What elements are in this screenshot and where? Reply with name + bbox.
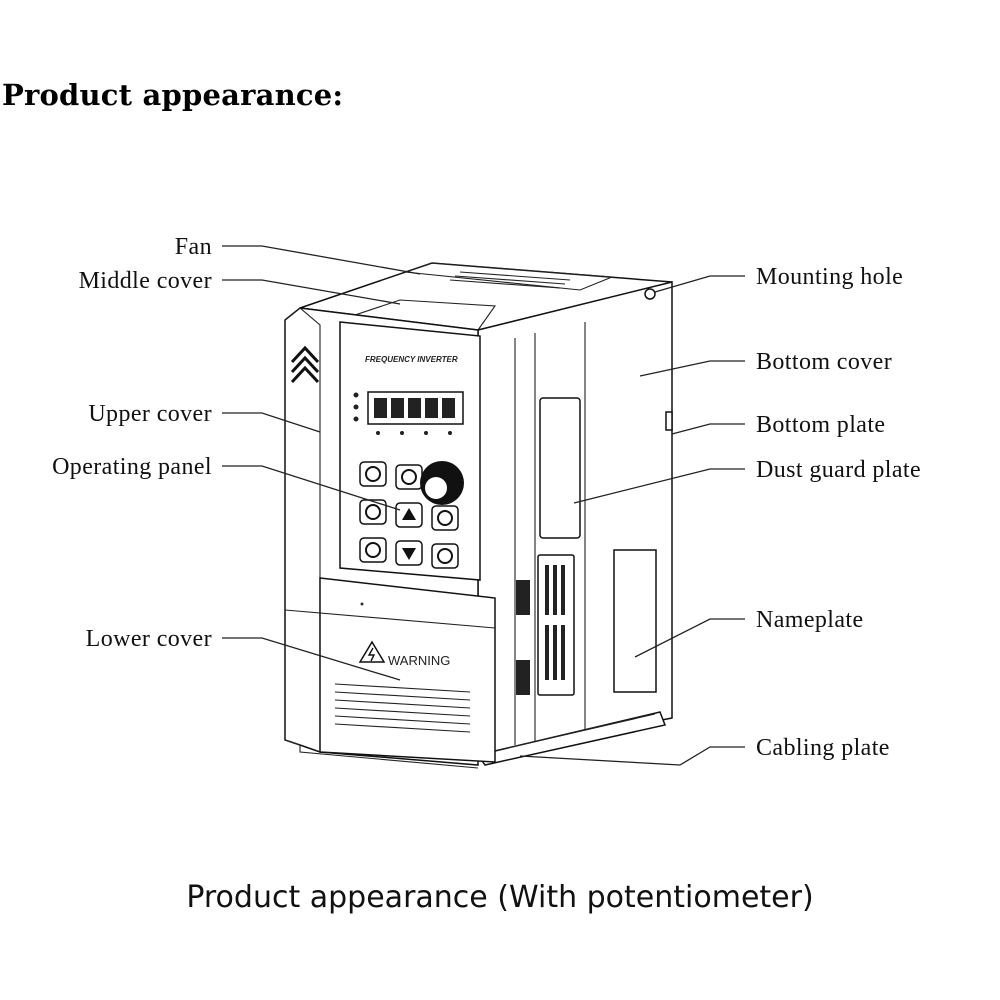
leader-lines xyxy=(222,245,745,766)
fan-area xyxy=(404,262,613,291)
display-digits xyxy=(374,398,455,418)
mounting-hole xyxy=(644,288,656,300)
leader-mounting-hole xyxy=(654,275,745,293)
warning-label: WARNING xyxy=(334,640,471,733)
leader-fan xyxy=(222,245,421,275)
nameplate xyxy=(613,549,657,693)
bottom-plate-bracket xyxy=(665,411,673,431)
page-heading: Product appearance: xyxy=(2,78,344,112)
label-fan: Fan xyxy=(175,234,212,260)
label-lower-cover: Lower cover xyxy=(86,626,212,652)
dust-guard-plate xyxy=(539,397,581,539)
potentiometer-knob xyxy=(420,461,464,505)
figure-caption: Product appearance (With potentiometer) xyxy=(186,880,814,915)
leader-cabling-plate xyxy=(519,746,745,766)
warning-text: WARNING xyxy=(388,653,450,668)
label-operating-panel: Operating panel xyxy=(52,454,212,480)
upper-cover-rail xyxy=(284,307,321,752)
fan-icon xyxy=(449,271,571,289)
side-vents xyxy=(516,554,575,696)
leader-upper-cover xyxy=(222,412,321,433)
label-bottom-plate: Bottom plate xyxy=(756,412,885,438)
label-cabling-plate: Cabling plate xyxy=(756,735,890,761)
warning-icon xyxy=(358,640,386,663)
leader-middle-cover xyxy=(222,279,401,305)
leader-operating-panel xyxy=(222,465,401,511)
leader-bottom-cover xyxy=(639,360,745,377)
keypad xyxy=(359,461,459,569)
label-upper-cover: Upper cover xyxy=(88,401,212,427)
label-nameplate: Nameplate xyxy=(756,607,864,633)
leader-lower-cover xyxy=(222,637,401,681)
label-dust-guard-plate: Dust guard plate xyxy=(756,457,921,483)
leader-bottom-plate xyxy=(671,423,745,435)
lower-cover xyxy=(319,577,496,763)
label-middle-cover: Middle cover xyxy=(79,268,212,294)
leader-nameplate xyxy=(634,618,745,658)
panel-title: FREQUENCY INVERTER xyxy=(365,355,458,364)
chevron-up-icon xyxy=(290,345,320,384)
label-bottom-cover: Bottom cover xyxy=(756,349,892,375)
inverter-illustration: FREQUENCY INVERTER xyxy=(284,262,673,769)
label-mounting-hole: Mounting hole xyxy=(756,264,903,290)
status-leds xyxy=(353,392,452,435)
leader-dust-guard-plate xyxy=(573,468,745,504)
callout-labels: Fan Middle cover Upper cover Operating p… xyxy=(52,234,921,761)
